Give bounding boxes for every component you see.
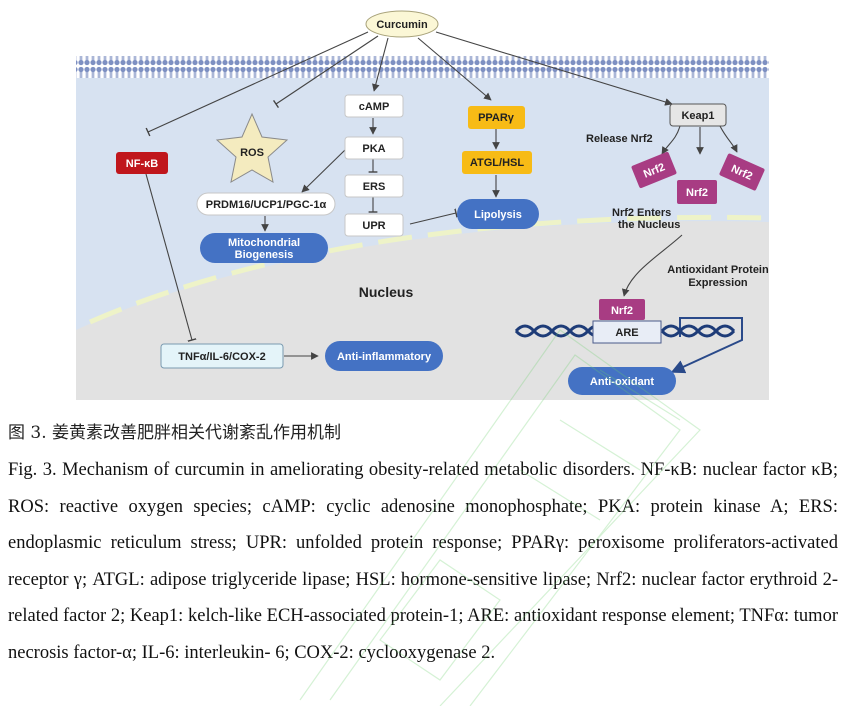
keap1-node (669, 103, 727, 127)
release-nrf2-label: Release Nrf2 (586, 133, 653, 145)
pathway-connectors (145, 31, 738, 360)
nrf2-enters-label-line1: Nrf2 Enters (612, 207, 671, 219)
camp-label: cAMP (359, 101, 390, 113)
arrow-antioxidant-expression (670, 317, 743, 374)
dna-helix (514, 324, 736, 338)
atgl-hsl-label: ATGL/HSL (470, 157, 524, 169)
ers-label: ERS (363, 181, 386, 193)
arrow-keap1-nrf2-right (719, 125, 738, 153)
nrf2-node-right: Nrf2 (719, 153, 765, 191)
antioxidant-expression-line2: Expression (688, 277, 748, 289)
anti-oxidant-label: Anti-oxidant (590, 376, 654, 388)
nrf2-center-label: Nrf2 (686, 187, 708, 199)
inhibit-upr-lipolysis (409, 208, 458, 225)
nrf2-node-center: Nrf2 (677, 180, 717, 204)
ros-label: ROS (240, 147, 264, 159)
mito-label-line2: Biogenesis (235, 249, 294, 261)
ppar-label: PPARγ (478, 112, 515, 124)
pka-node (344, 136, 404, 160)
arrow-curcumin-keap1 (435, 31, 673, 106)
camp-node (344, 94, 404, 118)
inhibit-curcumin-ros (272, 35, 379, 109)
tnf-node (160, 343, 284, 369)
arrow-pka-prdm16 (301, 149, 346, 193)
caption-chinese: 图 3. 姜黄素改善肥胖相关代谢紊乱作用机制 (8, 423, 342, 443)
anti-inflammatory-node (325, 341, 443, 371)
ros-node (215, 112, 289, 183)
tnf-label: TNFα/IL-6/COX-2 (178, 351, 265, 363)
arrow-keap1-nrf2-left (661, 125, 681, 155)
nucleus-label: Nucleus (359, 284, 414, 300)
antioxidant-expression-line1: Antioxidant Protein (667, 264, 769, 276)
cell-membrane (76, 56, 769, 78)
nrf2-enters-label-line2: the Nucleus (618, 219, 680, 231)
lipolysis-node (457, 199, 539, 229)
mito-label-line1: Mitochondrial (228, 237, 300, 249)
arrow-nrf2-enters-nucleus (621, 234, 683, 297)
mechanism-diagram: Curcumin NF-κB ROS cAMP PKA ERS UPR PRDM… (76, 10, 770, 400)
nuclear-envelope (89, 214, 770, 325)
nrf2-nuclear-label: Nrf2 (611, 305, 633, 317)
nrf2-node-left: Nrf2 (631, 151, 677, 189)
nrf2-nuclear-node (599, 299, 645, 320)
curcumin-label: Curcumin (376, 19, 428, 31)
upr-node (344, 213, 404, 237)
lipolysis-label: Lipolysis (474, 209, 522, 221)
upr-label: UPR (362, 220, 385, 232)
pka-label: PKA (362, 143, 385, 155)
keap1-label: Keap1 (681, 110, 714, 122)
ers-node (344, 174, 404, 198)
inhibit-curcumin-nfkb (145, 31, 369, 137)
mitochondrial-biogenesis-node (200, 233, 328, 263)
anti-inflammatory-label: Anti-inflammatory (337, 351, 432, 363)
anti-oxidant-node (568, 367, 676, 395)
arrow-curcumin-ppar (417, 37, 492, 101)
are-label: ARE (615, 327, 638, 339)
ppar-node (468, 106, 525, 129)
arrow-curcumin-camp (372, 37, 389, 92)
atgl-hsl-node (462, 151, 532, 174)
prdm16-label: PRDM16/UCP1/PGC-1α (206, 199, 327, 211)
inhibit-nfkb-tnf (145, 173, 197, 342)
nfkb-label: NF-κB (126, 158, 158, 170)
prdm16-node (196, 192, 336, 216)
are-node (592, 320, 662, 344)
curcumin-node (365, 10, 439, 38)
nfkb-node (116, 152, 168, 174)
caption-english: Fig. 3. Mechanism of curcumin in amelior… (8, 460, 838, 663)
